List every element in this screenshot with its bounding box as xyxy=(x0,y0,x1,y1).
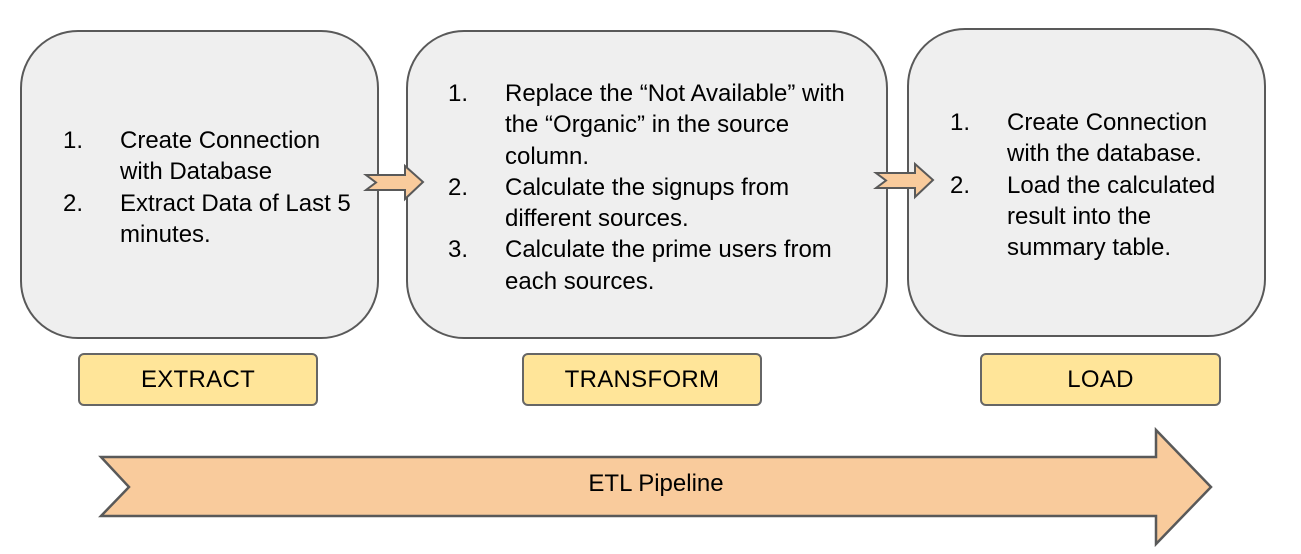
step-number: 2. xyxy=(63,189,84,217)
transform-stage-box: 1. Replace the “Not Available” with the … xyxy=(406,30,888,339)
step-text: Calculate the signups from different sou… xyxy=(505,173,790,233)
etl-pipeline-arrow-icon xyxy=(98,426,1213,548)
list-item: 1. Replace the “Not Available” with the … xyxy=(448,78,868,172)
step-number: 2. xyxy=(950,171,971,199)
step-text: Calculate the prime users from each sour… xyxy=(505,236,832,295)
transform-label: TRANSFORM xyxy=(522,353,762,406)
transform-steps-list: 1. Replace the “Not Available” with the … xyxy=(448,78,868,297)
list-item: 2. Calculate the signups from different … xyxy=(448,172,868,235)
step-text: Create Connection with the database. xyxy=(1007,109,1208,168)
step-number: 1. xyxy=(63,127,84,154)
step-text: Create Connection with Database xyxy=(120,127,321,186)
list-item: 1. Create Connection with Database xyxy=(63,125,363,188)
step-text: Replace the “Not Available” with the “Or… xyxy=(505,80,845,170)
step-number: 1. xyxy=(950,109,971,136)
transform-to-load-arrow-icon xyxy=(873,161,935,200)
step-number: 3. xyxy=(448,236,469,264)
step-number: 1. xyxy=(448,80,469,107)
extract-label: EXTRACT xyxy=(78,353,318,406)
pipeline-label: ETL Pipeline xyxy=(588,470,724,497)
load-steps-list: 1. Create Connection with the database. … xyxy=(950,107,1250,263)
step-number: 2. xyxy=(448,173,469,201)
load-label: LOAD xyxy=(980,353,1221,406)
list-item: 2. Load the calculated result into the s… xyxy=(950,170,1250,264)
extract-stage-box: 1. Create Connection with Database 2. Ex… xyxy=(20,30,379,339)
step-text: Extract Data of Last 5 minutes. xyxy=(120,189,351,248)
list-item: 2. Extract Data of Last 5 minutes. xyxy=(63,188,363,251)
extract-to-transform-arrow-icon xyxy=(363,163,425,202)
step-text: Load the calculated result into the summ… xyxy=(1007,171,1216,262)
list-item: 3. Calculate the prime users from each s… xyxy=(448,234,868,297)
list-item: 1. Create Connection with the database. xyxy=(950,107,1250,170)
extract-steps-list: 1. Create Connection with Database 2. Ex… xyxy=(63,125,363,250)
load-stage-box: 1. Create Connection with the database. … xyxy=(907,28,1266,337)
